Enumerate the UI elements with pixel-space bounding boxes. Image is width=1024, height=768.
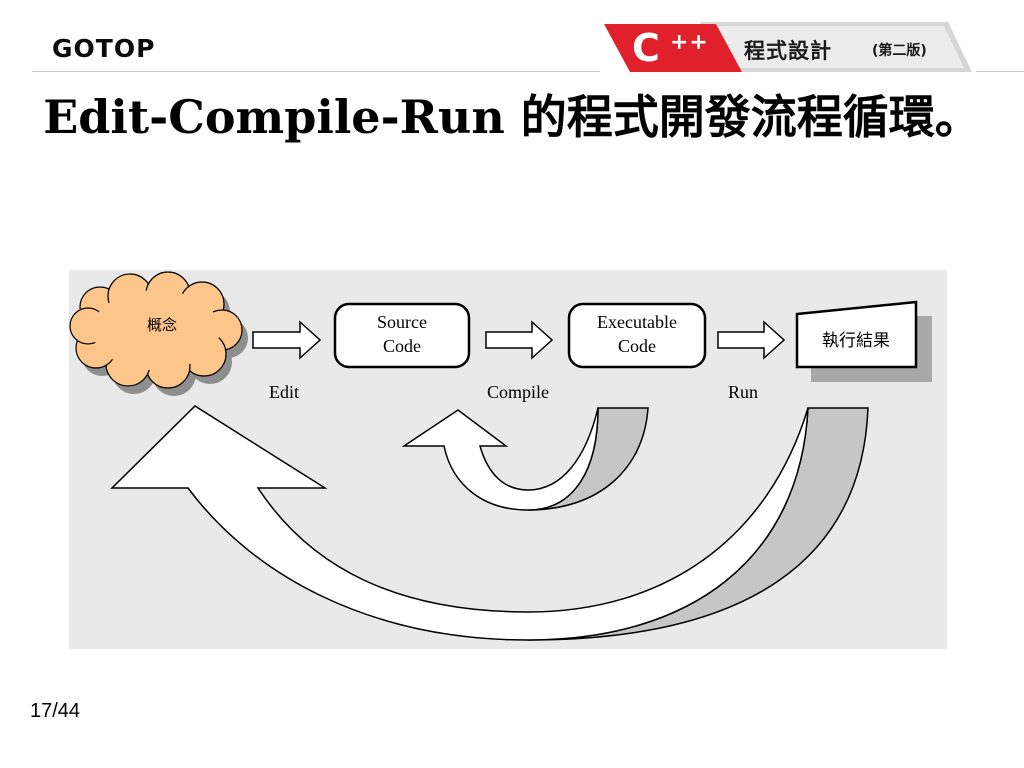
source-code-label-2: Code [383,336,421,356]
executable-code-label-1: Executable [597,312,677,332]
banner-edition: (第二版) [872,43,927,59]
compile-label: Compile [487,382,549,402]
result-box [795,300,918,369]
run-loop-arrow [110,405,809,641]
run-arrow [717,320,786,360]
page-number: 17/44 [30,700,81,722]
concept-cloud: 概念 [69,271,248,396]
header-divider-right [976,71,1024,72]
slide-title: Edit-Compile-Run 的程式開發流程循環。 [43,90,981,144]
result-label: 執行結果 [822,331,890,351]
edit-arrow [252,320,322,360]
compile-loop-arrow [401,407,599,511]
executable-code-label-2: Code [618,336,656,356]
banner-book-title: 程式設計 [744,39,832,63]
book-banner [604,22,972,72]
source-code-label-1: Source [377,312,427,332]
banner-plus-plus: ++ [670,30,709,55]
source-code-box [333,302,471,369]
compile-arrow [485,320,554,360]
run-label: Run [728,382,758,402]
header-divider [32,71,600,72]
banner-red-tab [604,24,742,72]
concept-label: 概念 [147,316,177,334]
executable-code-box [567,302,707,369]
banner-c-letter: C [632,26,660,70]
banner-white-tab [716,26,964,68]
edit-label: Edit [269,382,299,402]
publisher-logo: GOTOP [52,34,156,63]
